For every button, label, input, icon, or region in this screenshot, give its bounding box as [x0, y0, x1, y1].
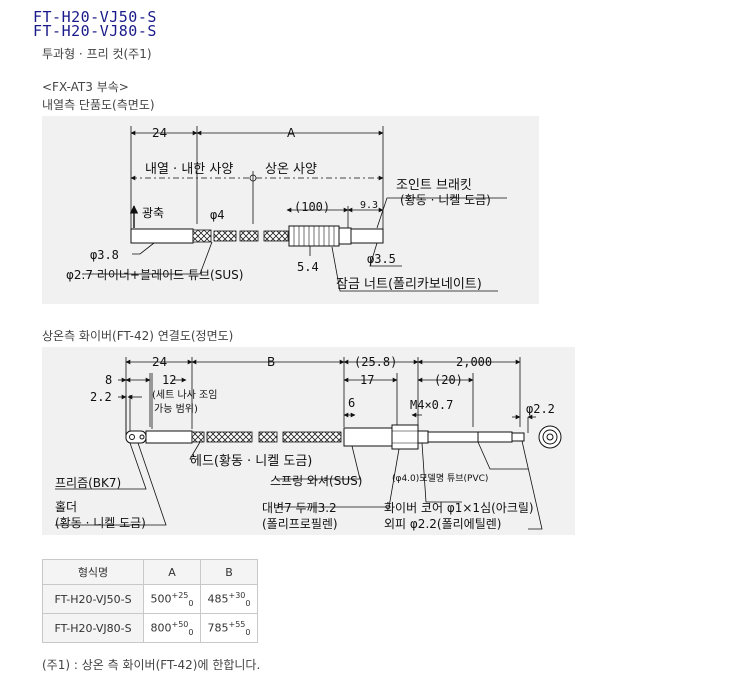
- head-label: 헤드(황동 · 니켈 도금): [190, 454, 312, 469]
- table-header-a: A: [143, 559, 201, 585]
- table-header-row: 형식명 A B: [42, 559, 258, 585]
- section2-caption: 상온측 화이버(FT-42) 연결도(정면도): [42, 329, 234, 343]
- dim-5-4-label: 5.4: [297, 260, 319, 274]
- section1-caption: 내열측 단품도(측면도): [42, 98, 155, 112]
- spring-washer-label: 스프링 와셔(SUS): [270, 474, 362, 488]
- row-model: FT-H20-VJ50-S: [42, 584, 144, 614]
- opposite-side-material: (폴리프로필렌): [262, 517, 338, 531]
- dim-8-label: 8: [105, 373, 112, 387]
- joint-bracket-material: (황동 · 니켈 도금): [400, 193, 491, 207]
- dim-2000-label: 2,000: [456, 355, 492, 369]
- diagram-heat-side: 24 A 내열 · 내한 사양 상온 사양 광축 φ4 (100) 9.3 조인…: [66, 126, 507, 292]
- fiber-core-label: 화이버 코어 φ1×1심(아크릴): [384, 501, 534, 515]
- liner-label: φ2.7 라이너+블레이드 튜브(SUS): [66, 268, 243, 282]
- set-screw-range: 가능 범위): [154, 402, 198, 415]
- holder-material: (황동 · 니켈 도금): [55, 516, 146, 530]
- normal-spec-label: 상온 사양: [265, 162, 317, 177]
- dim-a-label: A: [287, 126, 296, 140]
- diagram-normal-side: 24 B (25.8) 2,000 8 12 17 (20) 2.2 (세트 나…: [55, 355, 562, 531]
- table-row: FT-H20-VJ50-S 500+250 485+300: [42, 584, 258, 614]
- dim-100-label: (100): [294, 200, 330, 214]
- phi2-2-label: φ2.2: [526, 402, 555, 416]
- phi4-label: φ4: [210, 208, 224, 222]
- spec-table: 형식명 A B FT-H20-VJ50-S 500+250 485+300 FT…: [42, 559, 258, 643]
- dim2-24-label: 24: [152, 355, 167, 369]
- row-a-value: 800+500: [143, 613, 201, 643]
- m4-label: M4×0.7: [410, 398, 453, 412]
- fiber-sheath-label: 외피 φ2.2(폴리에틸렌): [384, 517, 501, 531]
- model-title-2: FT-H20-VJ80-S: [33, 22, 157, 40]
- row-b-value: 485+300: [200, 584, 258, 614]
- phi3-8-label: φ3.8: [90, 248, 119, 262]
- mold-tube-label: (φ4.0)모델명 튜브(PVC): [392, 472, 488, 484]
- holder-label: 홀더: [55, 500, 77, 514]
- table-header-model: 형식명: [42, 559, 144, 585]
- lock-nut-label: 잠금 너트(폴리카보네이트): [336, 277, 482, 292]
- dim-24-label: 24: [152, 126, 167, 140]
- set-screw-label: (세트 나사 조임: [152, 388, 217, 401]
- phi3-5-label: φ3.5: [367, 252, 396, 266]
- dim-2-2-label: 2.2: [90, 390, 112, 404]
- dim-b-label: B: [267, 355, 275, 369]
- heat-spec-label: 내열 · 내한 사양: [145, 162, 233, 177]
- page-subtitle: 투과형 · 프리 컷(주1): [42, 47, 152, 61]
- model-title-1: FT-H20-VJ50-S: [33, 8, 157, 26]
- table-header-b: B: [200, 559, 258, 585]
- dim-9-3-label: 9.3: [360, 200, 378, 211]
- accessory-label: <FX-AT3 부속>: [42, 80, 129, 94]
- table-row: FT-H20-VJ80-S 800+500 785+550: [42, 613, 258, 643]
- opposite-side-label: 대변7 두께3.2: [262, 501, 337, 515]
- row-a-value: 500+250: [143, 584, 201, 614]
- prism-label: 프리즘(BK7): [55, 476, 121, 490]
- row-b-value: 785+550: [200, 613, 258, 643]
- light-axis-label: 광축: [142, 206, 164, 220]
- dim-17-label: 17: [360, 373, 374, 387]
- dim-20-label: (20): [434, 373, 463, 387]
- row-model: FT-H20-VJ80-S: [42, 613, 144, 643]
- footnote: (주1) : 상온 측 화이버(FT-42)에 한합니다.: [42, 658, 261, 672]
- dim-6-label: 6: [348, 396, 355, 410]
- joint-bracket-label: 조인트 브래킷: [396, 178, 472, 193]
- dim-25-8-label: (25.8): [354, 355, 397, 369]
- dim-12-label: 12: [162, 373, 176, 387]
